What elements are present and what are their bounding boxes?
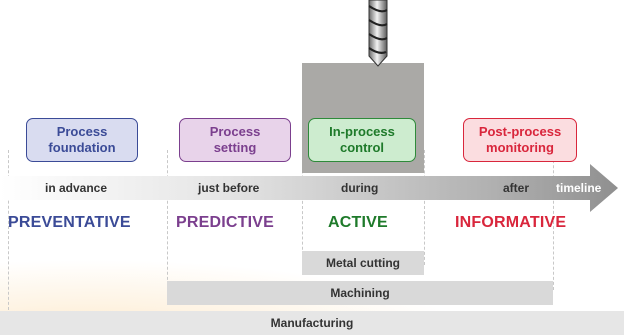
process-setting-label: Process setting <box>209 124 261 155</box>
category-active: ACTIVE <box>328 214 388 231</box>
timing-just-before: just before <box>198 181 260 195</box>
machining-label: Machining <box>330 286 390 300</box>
post-process-monitoring-label: Post-process monitoring <box>478 124 562 155</box>
timeline-label: timeline <box>556 181 602 195</box>
metal-cutting-label: Metal cutting <box>326 256 400 270</box>
timing-during: during <box>341 181 379 195</box>
timeline-arrow <box>0 164 618 212</box>
process-foundation-label: Process foundation <box>48 124 116 155</box>
metal-cutting-bar: Metal cutting <box>302 251 424 275</box>
timing-after: after <box>503 181 530 195</box>
category-preventative: PREVENTATIVE <box>8 214 131 231</box>
in-process-control-label: In-process control <box>329 124 395 155</box>
process-foundation-box: Process foundation <box>26 118 138 162</box>
process-setting-box: Process setting <box>179 118 291 162</box>
timing-in-advance: in advance <box>45 181 108 195</box>
post-process-monitoring-box: Post-process monitoring <box>463 118 577 162</box>
end-mill-tool-icon <box>368 0 388 67</box>
machining-bar: Machining <box>167 281 553 305</box>
separator-line <box>424 150 425 265</box>
category-informative: INFORMATIVE <box>455 214 567 231</box>
manufacturing-bar: Manufacturing <box>0 311 624 335</box>
separator-line <box>8 150 9 310</box>
manufacturing-label: Manufacturing <box>270 316 354 330</box>
separator-line <box>167 150 168 290</box>
separator-line <box>302 150 303 265</box>
separator-line <box>553 150 554 290</box>
category-predictive: PREDICTIVE <box>176 214 275 231</box>
in-process-control-box: In-process control <box>308 118 416 162</box>
